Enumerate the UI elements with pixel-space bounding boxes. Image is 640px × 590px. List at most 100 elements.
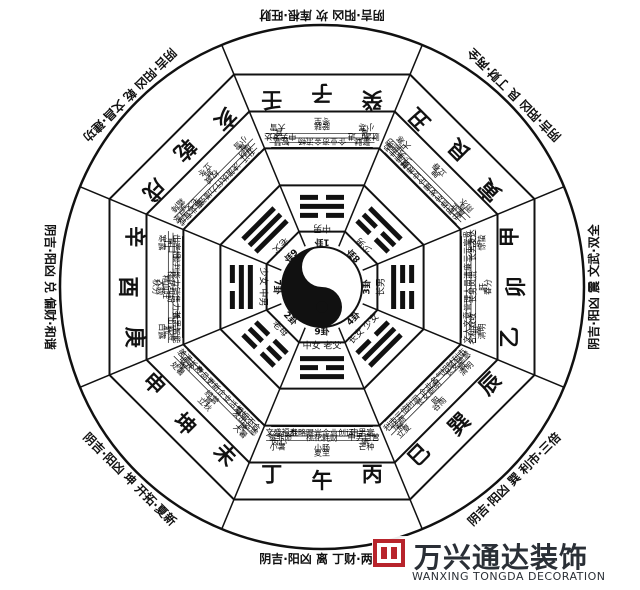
table-cell: 三元富贵 <box>462 231 472 263</box>
sector-spoke <box>362 303 565 388</box>
table-cell: 稳定发展企业根基 <box>399 158 451 210</box>
trigram-number: 3卦 <box>360 279 372 294</box>
trigram-yang-line <box>368 206 403 241</box>
table-cell: 谈判能力销售力强 <box>171 255 181 319</box>
mountain-character: 丁 <box>261 462 282 486</box>
table-cell: 大肠 <box>156 279 166 295</box>
trigram-yin-line <box>373 320 390 337</box>
table-cell: 文盛福寿 <box>266 427 298 437</box>
table-cell: 长男风流 <box>468 271 478 303</box>
trigram-yin-line <box>254 320 271 337</box>
table-row-rule <box>386 351 462 427</box>
mountain-character: 丙 <box>362 462 383 486</box>
table-row-rule <box>390 355 471 436</box>
table-cell: 产品更新企业活力 <box>193 364 245 416</box>
table-cell: 桃花纠纷 <box>166 271 176 303</box>
table-cell: 中男自营 <box>348 432 380 442</box>
mountain-character: 未 <box>209 439 241 471</box>
mountain-character: 巽 <box>443 408 475 440</box>
table-cell: 精血旺 <box>161 275 171 299</box>
table-cell: 寒露 <box>158 235 168 251</box>
mountain-character: 辰 <box>474 368 506 400</box>
table-cell: 胆 <box>473 326 482 334</box>
table-cell: 企业资金流畅 <box>298 136 346 146</box>
table-cell: 冬至 <box>314 117 330 127</box>
mountain-character: 卯 <box>504 277 528 298</box>
mountain-character: 亥 <box>209 103 241 135</box>
outer-direction-label: 阴吉·阳凶 巽 利市·三倍 <box>464 429 563 528</box>
trigram-family-label: 中女 老父 <box>303 340 342 352</box>
sector-spoke <box>362 186 565 271</box>
sector-spoke <box>338 44 423 247</box>
mountain-character: 癸 <box>361 88 384 112</box>
table-cell: 战略眼光企业创运 <box>290 428 354 438</box>
mountain-character: 酉 <box>116 277 140 298</box>
table-cell: 足 <box>473 240 482 248</box>
trigram-yin-line <box>241 333 258 350</box>
table-cell: 名利双收 <box>467 313 477 345</box>
outer-direction-label: 阴吉·阳凶 艮 丁财·两全 <box>464 45 564 145</box>
table-row-rule <box>187 152 260 225</box>
table-row-rule <box>384 152 457 225</box>
table-cell: 肺 <box>162 326 171 334</box>
table-cell: 桃花耗财 <box>306 433 338 443</box>
trigram-yin-line <box>266 345 283 362</box>
mountain-character: 乙 <box>497 327 521 348</box>
mountain-character: 甲 <box>497 226 521 247</box>
table-row-rule <box>182 351 258 427</box>
table-row-rule <box>384 349 457 422</box>
outer-circle <box>58 23 586 551</box>
taiji-yin-eye <box>316 301 328 313</box>
mountain-character: 申 <box>138 368 170 400</box>
trigram-yang-line <box>241 206 276 241</box>
outer-direction-label: 阴吉·阳凶 兑 偏财·和谐 <box>43 224 58 349</box>
taiji-yang-eye <box>316 261 328 273</box>
trigram-yin-line <box>355 219 372 236</box>
table-cell: 长男智能 <box>172 311 182 343</box>
table-cell: 清明 <box>477 323 487 339</box>
table-cell: 出宰相 <box>172 235 182 259</box>
trigram-number: 9卦 <box>314 325 329 337</box>
table-row-rule <box>388 353 466 431</box>
trigram-yin-line <box>380 231 397 248</box>
table-cell: 膀胱 <box>314 121 330 131</box>
trigram-yin-line <box>272 338 289 355</box>
trigram-yin-line <box>373 237 390 254</box>
table-row-rule <box>386 147 462 223</box>
table-cell: 管理人员清廉 <box>463 263 473 311</box>
brand-watermark: 万兴通达装饰 WANXING TONGDA DECORATION <box>372 536 634 586</box>
table-cell: 聚财 <box>354 137 370 147</box>
table-row-rule <box>388 143 466 221</box>
trigram-yang-line <box>368 333 403 368</box>
table-row-rule <box>178 143 256 221</box>
table-cell: 胃口 <box>167 237 176 253</box>
taiji-icon <box>281 246 363 328</box>
outer-direction-label: 阴吉·阳凶 坎 库根·旺财 <box>259 8 384 23</box>
table-cell: 中男发达 <box>264 132 296 142</box>
table-row-rule <box>173 355 254 436</box>
trigram-number: 7卦 <box>272 279 284 294</box>
sector-spoke <box>221 327 306 530</box>
table-cell: 小肠 <box>314 444 330 453</box>
table-cell: 夏至 <box>314 449 330 458</box>
trigram-family-label: 少女 中男 <box>257 268 269 307</box>
table-cell: 中男富 <box>350 427 374 437</box>
outer-direction-label: 阴吉·阳凶 乾 文昌·建功 <box>80 45 179 144</box>
table-cell: 小暑 <box>270 443 286 452</box>
trigram-yang-line <box>254 219 289 254</box>
table-row-rule <box>187 349 260 422</box>
mountain-character: 乾 <box>169 134 201 166</box>
table-cell: 长男发达 <box>467 229 477 261</box>
table-cell: 白露 <box>158 323 168 339</box>
table-cell: 秋分 <box>152 279 162 295</box>
table-cell: 肾 <box>361 127 369 136</box>
mountain-character: 午 <box>312 469 333 493</box>
sector-spoke <box>79 186 282 271</box>
sector-spoke <box>221 44 306 247</box>
table-cell: 小寒 <box>358 123 374 133</box>
mountain-character: 艮 <box>443 133 476 166</box>
trigram-yin-line <box>259 351 276 368</box>
trigram-yang-line <box>361 326 397 362</box>
brand-name-cn: 万兴通达装饰 <box>414 541 589 574</box>
